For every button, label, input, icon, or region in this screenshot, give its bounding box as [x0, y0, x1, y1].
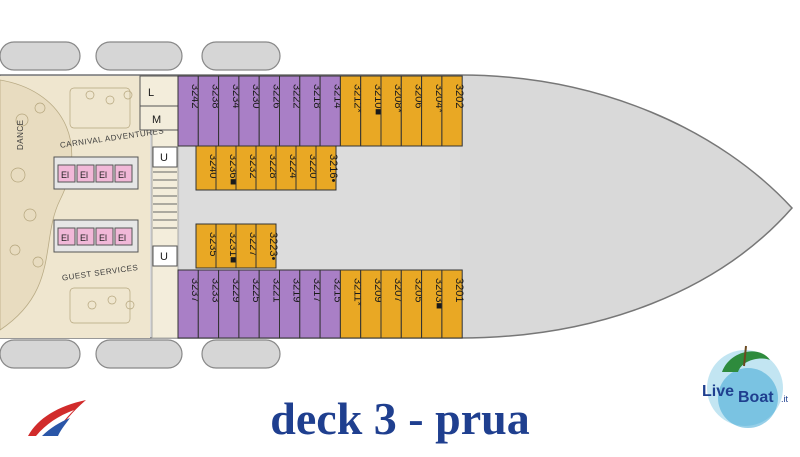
bottom-row-cabin[interactable]: 3219: [279, 269, 303, 339]
top-row-cabin[interactable]: 3238: [197, 75, 221, 147]
bottom-row-cabin[interactable]: 3221: [258, 269, 282, 339]
tag-utility-top: U: [160, 152, 168, 164]
bottom-row-cabin[interactable]: 3217: [299, 269, 323, 339]
cabin-box: [441, 75, 463, 147]
tag-laundry: L: [148, 87, 154, 99]
elevator-car: [114, 227, 133, 246]
bottom-row-cabin[interactable]: 3233: [197, 269, 221, 339]
top-row-cabin[interactable]: 3230: [238, 75, 262, 147]
elevator-label: El: [80, 170, 88, 180]
top-row-cabin[interactable]: 3208*: [380, 75, 404, 147]
top-row-cabin[interactable]: 3226: [258, 75, 282, 147]
bottom-row-cabin[interactable]: 3201: [441, 269, 465, 339]
top-row-cabin[interactable]: 3222: [279, 75, 303, 147]
elevator-label: El: [118, 170, 126, 180]
elevator-car: [76, 164, 95, 183]
public-area: [0, 75, 179, 339]
elevator-label: El: [80, 233, 88, 243]
logo-text-suffix: .it: [781, 394, 789, 404]
top-row-cabin[interactable]: 3202: [441, 75, 465, 147]
inner-bottom-row-cabin[interactable]: 3223•: [255, 223, 279, 269]
elevator-label: El: [118, 233, 126, 243]
logo-text-boat: Boat: [738, 389, 774, 406]
elevator-car: [95, 227, 114, 246]
top-row-cabin[interactable]: 3218: [299, 75, 323, 147]
elevator-car: [57, 164, 76, 183]
top-row-cabin[interactable]: 3212*: [339, 75, 364, 147]
elevator-label: El: [99, 233, 107, 243]
bottom-row-cabin[interactable]: 3207: [380, 269, 404, 339]
liveboat-logo: Live Boat .it: [702, 345, 789, 428]
elevator-label: El: [99, 170, 107, 180]
bottom-row-cabin[interactable]: 3237: [177, 269, 201, 339]
bottom-row-cabin[interactable]: 3205: [400, 269, 424, 339]
deck-title: deck 3 - prua: [270, 393, 530, 444]
inner-top-row-cabin[interactable]: 3216•: [315, 145, 339, 191]
elevator-car: [114, 164, 133, 183]
carnival-logo: [28, 400, 86, 436]
elevator-label: El: [61, 233, 69, 243]
area-label-dance: DANCE: [16, 119, 25, 150]
cabin-box: [255, 223, 277, 269]
elevator-label: El: [61, 170, 69, 180]
cabin-number: 3223•: [267, 232, 279, 260]
top-row-cabin[interactable]: 3210■: [360, 75, 384, 147]
lifeboats-bottom: [0, 339, 281, 369]
tag-utility-bottom: U: [160, 251, 168, 263]
lifeboats-top: [0, 41, 281, 71]
cabin-number: 3225: [250, 278, 262, 302]
top-row-cabin[interactable]: 3204*: [421, 75, 445, 147]
cabin-number: 3201: [453, 278, 465, 302]
inner-top-row-cabin[interactable]: 3228: [255, 145, 279, 191]
elevator-car: [57, 227, 76, 246]
cabin-number: 3216•: [327, 154, 339, 182]
bottom-row-cabin[interactable]: 3229: [218, 269, 242, 339]
top-row-cabin[interactable]: 3206: [400, 75, 424, 147]
elevator-car: [95, 164, 114, 183]
bottom-row-cabin[interactable]: 3225: [238, 269, 262, 339]
top-row-cabin[interactable]: 3214: [319, 75, 343, 147]
elevator-car: [76, 227, 95, 246]
logo-text-live: Live: [702, 383, 734, 400]
bottom-row-cabin[interactable]: 3211*: [339, 269, 364, 339]
cabin-number: 3202: [453, 84, 465, 108]
bottom-row-cabin[interactable]: 3215: [319, 269, 343, 339]
top-row-cabin[interactable]: 3234: [218, 75, 242, 147]
bottom-row-cabin[interactable]: 3203■: [421, 269, 445, 339]
cabin-box: [315, 145, 337, 191]
cabin-box: [441, 269, 463, 339]
tag-medical: M: [152, 114, 161, 126]
top-row-cabin[interactable]: 3242: [177, 75, 201, 147]
bottom-row-cabin[interactable]: 3209: [360, 269, 384, 339]
cabin-number: 3230: [250, 84, 262, 108]
service-rooms: L M U U: [139, 75, 179, 267]
